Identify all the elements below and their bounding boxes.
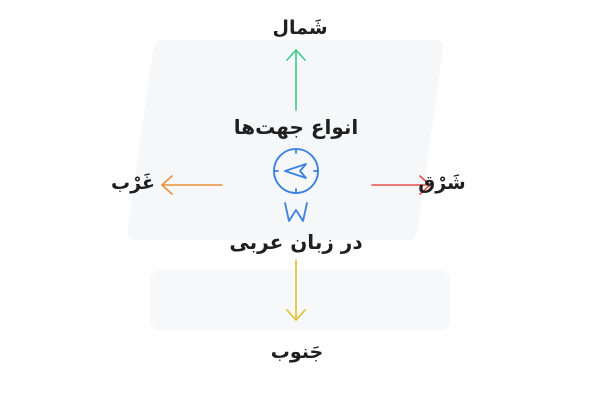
compass-icon	[273, 148, 319, 194]
east-label: شَرْق	[418, 172, 466, 194]
diagram-title: انواع جهت‌ها	[233, 115, 359, 139]
west-arrow	[161, 175, 223, 195]
diagram-subtitle: در زبان عربی	[229, 230, 363, 254]
watermark-logo	[127, 40, 450, 330]
south-label: جَنوب	[270, 341, 324, 363]
south-arrow	[286, 259, 306, 321]
west-label: غَرْب	[111, 172, 155, 194]
north-label: شَمال	[272, 17, 328, 39]
w-shape-icon	[284, 202, 308, 222]
north-arrow	[286, 49, 306, 111]
east-arrow	[371, 175, 431, 195]
